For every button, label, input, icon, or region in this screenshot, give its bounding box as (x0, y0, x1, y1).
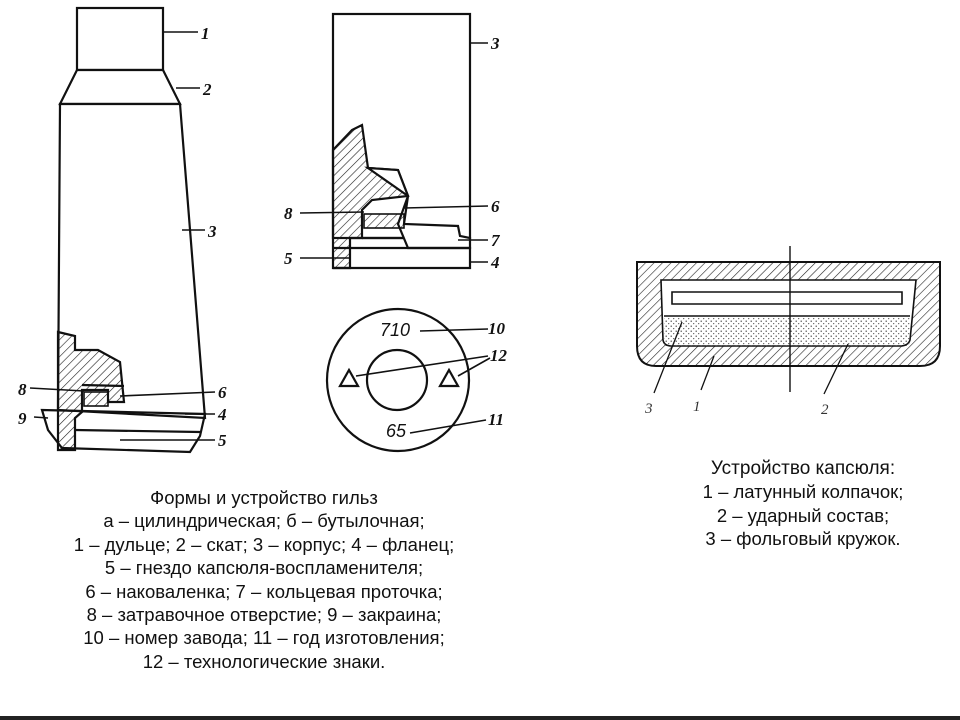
label-bottle-5: 5 (218, 431, 227, 450)
tech-mark-left (338, 367, 360, 388)
caption-cases-line: а – цилиндрическая; б – бутылочная; (103, 510, 425, 532)
head-leaders (355, 328, 491, 434)
caption-primer-line: 1 – латунный колпачок; (702, 481, 904, 503)
label-head-12: 12 (490, 346, 508, 365)
label-bottle-6: 6 (218, 383, 227, 402)
tech-mark-right (438, 367, 460, 388)
label-bottle-8: 8 (18, 380, 27, 399)
label-head-11: 11 (488, 410, 504, 429)
stamp-year: 65 (386, 421, 407, 441)
label-bottle-2: 2 (202, 80, 212, 99)
caption-cases-line: 1 – дульце; 2 – скат; 3 – корпус; 4 – фл… (73, 533, 455, 555)
caption-cases-line: 5 – гнездо капсюля-воспламенителя; (104, 557, 424, 579)
case-head-stamp (325, 307, 471, 453)
label-cyl-5: 5 (284, 249, 293, 268)
caption-cases-title: Формы и устройство гильз (150, 487, 378, 508)
label-bottle-4: 4 (217, 405, 227, 424)
primer-diagram: 3 1 2 (636, 246, 941, 418)
stamp-factory-number: 710 (380, 320, 410, 340)
case-anvil (83, 391, 109, 407)
label-cyl-3: 3 (490, 34, 500, 53)
cylindrical-labels: 3 6 7 4 8 5 (284, 34, 501, 272)
head-outer-circle (325, 307, 471, 453)
label-primer-1: 1 (693, 399, 701, 415)
label-cyl-8: 8 (284, 204, 293, 223)
case-neck (75, 6, 165, 72)
label-cyl-4: 4 (490, 253, 500, 272)
label-cyl-7: 7 (491, 231, 501, 250)
label-head-10: 10 (488, 319, 506, 338)
caption-primer: Устройство капсюля: 1 – латунный колпачо… (650, 457, 956, 551)
caption-primer-line: 2 – ударный состав; (716, 504, 890, 526)
case-shoulder (58, 68, 182, 106)
label-bottle-3: 3 (207, 222, 217, 241)
label-bottle-9: 9 (18, 409, 27, 428)
label-bottle-1: 1 (201, 24, 210, 43)
caption-cases-line: 8 – затравочное отверстие; 9 – закраина; (86, 604, 442, 626)
cylindrical-case (331, 12, 472, 270)
label-cyl-6: 6 (491, 197, 500, 216)
caption-cases-line: 12 – технологические знаки. (142, 650, 386, 672)
bottom-border (0, 716, 960, 720)
caption-cases: Формы и устройство гильз а – цилиндричес… (0, 486, 528, 673)
label-primer-2: 2 (821, 402, 829, 418)
caption-primer-line: 3 – фольговый кружок. (705, 528, 901, 550)
caption-primer-title: Устройство капсюля: (710, 458, 896, 479)
bottleneck-case (40, 6, 207, 454)
cylindrical-leaders (299, 42, 489, 263)
caption-cases-line: 6 – наковаленка; 7 – кольцевая проточка; (85, 580, 443, 602)
primer-foil-disk (671, 291, 903, 305)
label-primer-3: 3 (644, 401, 653, 417)
caption-cases-line: 10 – номер завода; 11 – год изготовления… (83, 627, 445, 649)
cyl-anvil (363, 213, 405, 229)
primer-priming-composition (664, 318, 910, 346)
bottleneck-leaders (29, 31, 216, 441)
primer-pocket-circle (365, 348, 429, 412)
bottleneck-labels: 1 2 3 6 4 5 8 9 (18, 24, 227, 450)
